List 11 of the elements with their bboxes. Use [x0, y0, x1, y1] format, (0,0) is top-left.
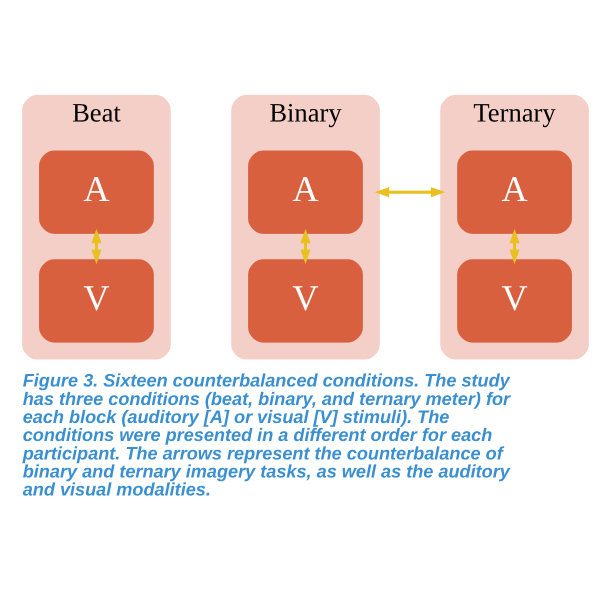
arrow [374, 187, 446, 198]
node-box: A [39, 150, 154, 234]
node-box: A [457, 150, 572, 234]
arrow [300, 228, 311, 264]
node-box: A [248, 150, 363, 234]
caption: Figure 3. Sixteen counterbalanced conditions. The study has three conditions (beat, binary, and ternary meter) for each block (auditory [A] or visual [V] stimuli). The conditions were presented in a different order for each participant. The arrows represent the counterbalance of binary and ternary imagery tasks, as well as the auditory and visual modalities. [22, 370, 510, 500]
node-box: V [248, 259, 363, 343]
arrow [509, 228, 520, 264]
node-box: V [457, 259, 572, 343]
node-box: V [39, 259, 154, 343]
arrow [91, 228, 102, 264]
